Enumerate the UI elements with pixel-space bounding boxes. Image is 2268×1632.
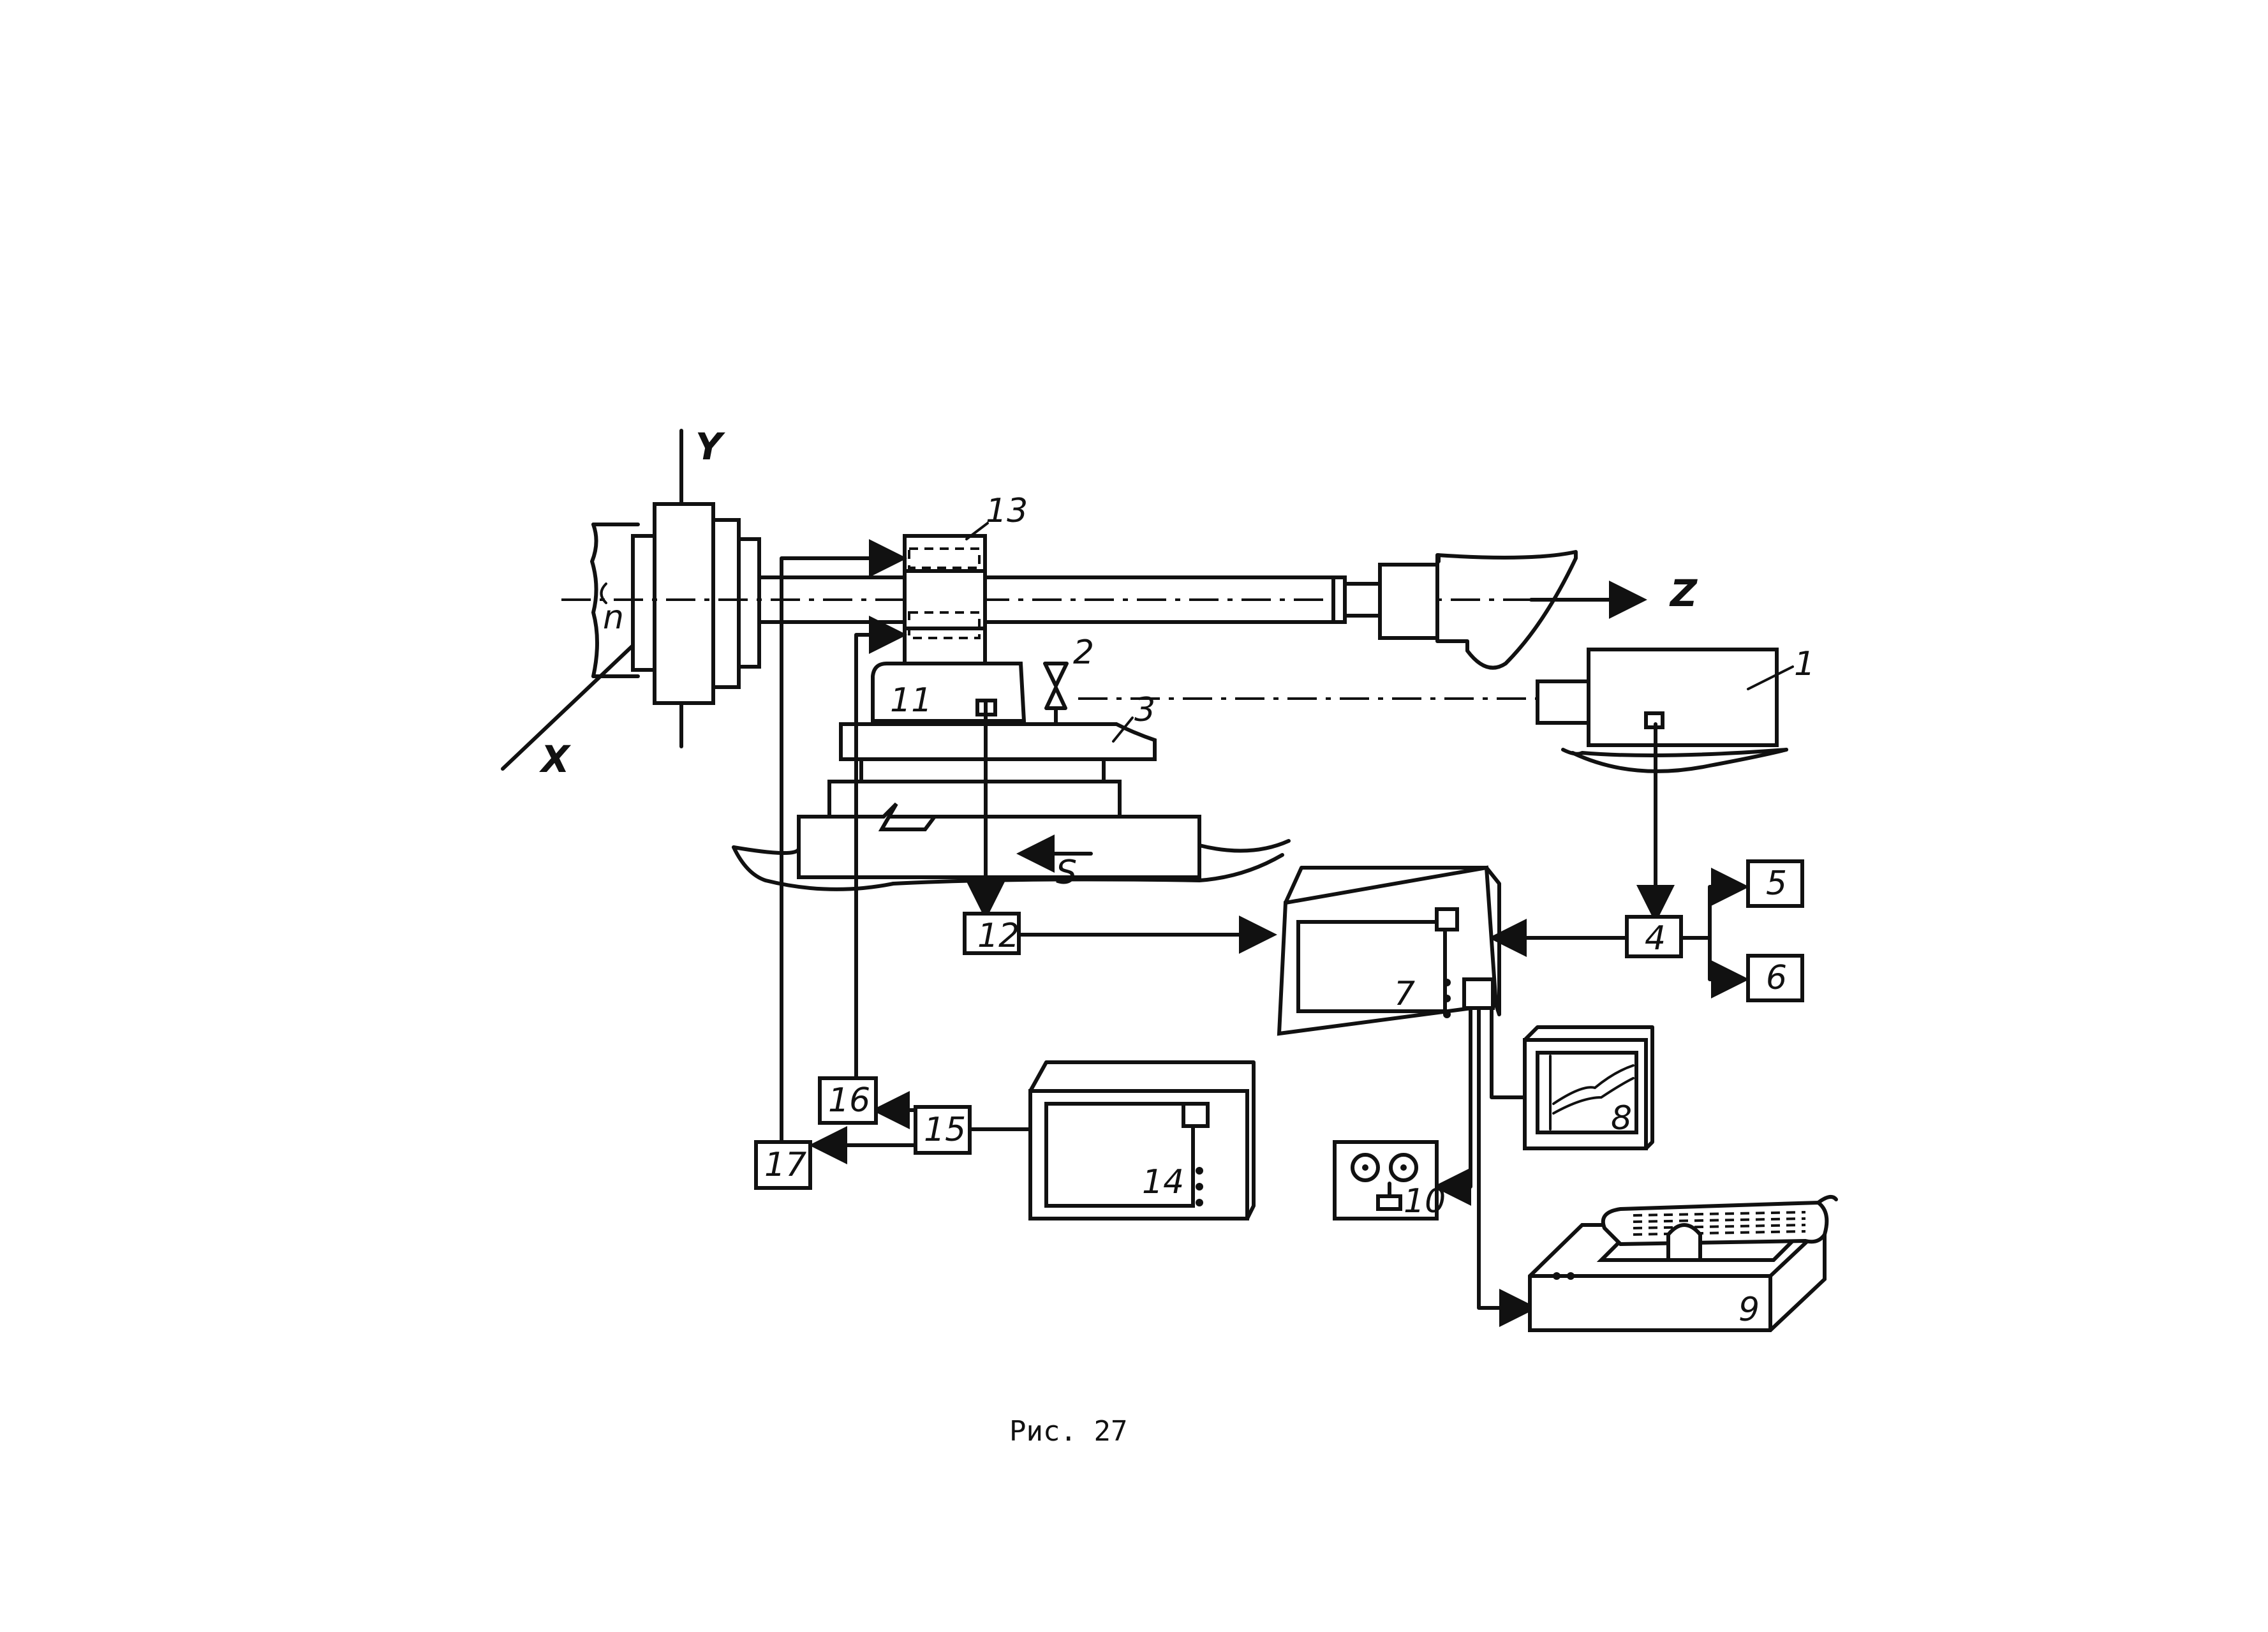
label-3: 3 <box>1134 691 1155 729</box>
bed-break-line <box>732 845 1284 891</box>
sensor-2-symbol <box>1043 662 1069 710</box>
printer-9: 9 <box>1528 1195 1838 1332</box>
transducer-1: 1 <box>1078 645 1815 773</box>
tape-reel-right <box>1389 1153 1418 1182</box>
block-6: 6 <box>1746 954 1804 1002</box>
tape-reel-left <box>1351 1153 1380 1182</box>
label-12: 12 <box>977 917 1019 955</box>
carriage-slide <box>797 802 1201 879</box>
label-14: 14 <box>1142 1163 1184 1201</box>
rotation-symbol: n <box>603 598 624 637</box>
y-axis-label: Y <box>695 425 725 468</box>
z-axis-label: Z <box>1669 572 1698 615</box>
recorder-8: 8 <box>1523 1025 1654 1150</box>
label-9: 9 <box>1738 1291 1760 1329</box>
spindle-break-line <box>590 523 599 678</box>
label-10: 10 <box>1404 1182 1446 1220</box>
block-5: 5 <box>1746 859 1804 908</box>
block-12: 12 <box>963 912 1021 955</box>
block-17: 17 <box>754 1140 812 1190</box>
block-16: 16 <box>818 1076 878 1125</box>
block-4: 4 <box>1625 915 1683 958</box>
computer-14: 14 <box>1028 1060 1256 1220</box>
line-7-to-8 <box>1490 993 1527 1099</box>
printer-paper <box>1601 1200 1829 1247</box>
label-16: 16 <box>828 1081 870 1120</box>
label-13: 13 <box>986 492 1028 530</box>
interface-port <box>1462 977 1495 1010</box>
label-11: 11 <box>890 681 932 720</box>
carriage: S <box>732 757 1291 892</box>
label-2: 2 <box>1073 634 1094 672</box>
line-17-to-13 <box>780 539 907 1163</box>
label-6: 6 <box>1766 959 1787 997</box>
chuck-body <box>653 502 715 705</box>
signal-lines <box>780 539 1749 1327</box>
label-1: 1 <box>1794 645 1815 683</box>
figure-caption: Рис. 27 <box>1009 1415 1127 1448</box>
tool-post: 11 2 3 <box>839 634 1157 761</box>
tailstock-body <box>1435 550 1578 670</box>
tape-recorder-10: 10 <box>1333 1140 1446 1220</box>
line-16-to-13 <box>854 616 907 1080</box>
block-15: 15 <box>914 1105 972 1155</box>
tailstock <box>1378 550 1578 670</box>
print-head <box>1666 1223 1702 1262</box>
label-17: 17 <box>764 1146 806 1184</box>
computer-14-screen <box>1044 1102 1195 1208</box>
line-4-to-5 <box>1679 868 1749 940</box>
computer-7: 7 <box>1277 865 1501 1036</box>
feed-symbol: S <box>1056 854 1077 892</box>
label-7: 7 <box>1394 975 1415 1013</box>
label-4: 4 <box>1645 919 1666 958</box>
rotation-arrow <box>600 582 607 604</box>
line-7-to-10 <box>1433 1006 1472 1206</box>
transducer-body <box>1587 648 1779 747</box>
computer-7-screen <box>1296 920 1447 1013</box>
line-4-to-6 <box>1708 936 1749 998</box>
cutting-tool-3 <box>839 722 1157 761</box>
label-15: 15 <box>924 1111 966 1149</box>
line-7-to-9 <box>1477 1006 1538 1327</box>
spindle-chuck: n <box>590 502 761 705</box>
label-5: 5 <box>1766 864 1787 903</box>
recorded-curve <box>1552 1064 1634 1105</box>
x-axis-label: X <box>539 738 572 781</box>
label-8: 8 <box>1611 1099 1632 1138</box>
